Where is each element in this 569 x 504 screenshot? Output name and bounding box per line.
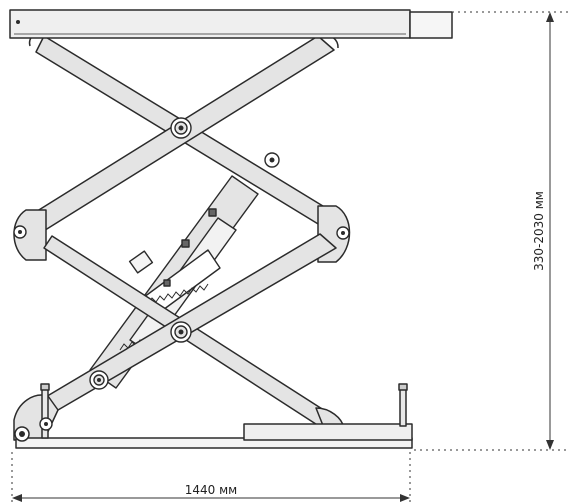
scissor-arms: [13, 32, 351, 441]
base-slide-plate: [243, 423, 413, 441]
bolt-square: [208, 208, 217, 217]
left-knee-pivot: [13, 225, 27, 239]
cylinder-base-pivot: [89, 370, 109, 390]
platform-rivet: [16, 20, 20, 24]
left-knee-link: [13, 209, 47, 261]
base-rail: [15, 437, 413, 449]
dimension-arrows: [12, 12, 554, 502]
platform-extension: [409, 11, 453, 39]
upper-center-pivot: [170, 117, 192, 139]
width-label: 1440 мм: [185, 483, 237, 497]
hydraulic-cylinder: [89, 152, 280, 389]
pivot-pins: [13, 117, 350, 431]
arrow-right: [400, 494, 410, 502]
lower-center-pivot: [170, 321, 192, 343]
right-knee-pivot: [336, 226, 350, 240]
arrow-down: [546, 440, 554, 450]
bolt-square: [163, 279, 171, 287]
platform-main: [9, 9, 411, 39]
top-platform: [9, 9, 453, 39]
base-left-pivot: [39, 417, 53, 431]
arrow-up: [546, 12, 554, 22]
base-frame: [14, 383, 413, 449]
height-label: 330-2030 мм: [532, 191, 546, 271]
arrow-left: [12, 494, 22, 502]
dimension-lines: [11, 11, 569, 504]
cylinder-clamp: [128, 250, 154, 274]
bolt-square: [181, 239, 190, 248]
right-post: [399, 385, 407, 427]
